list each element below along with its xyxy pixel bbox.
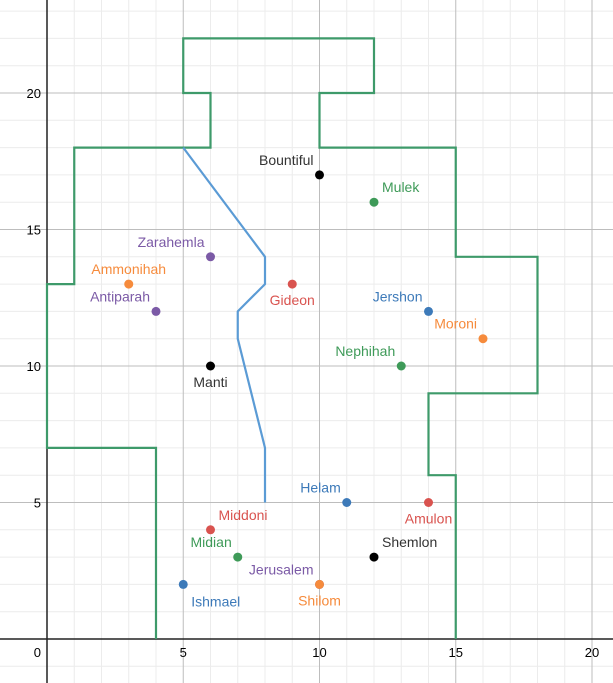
y-tick-label-10: 10	[27, 359, 41, 374]
point-label-nephihah: Nephihah	[335, 343, 395, 359]
point-label-shilom: Shilom	[298, 592, 341, 608]
point-label-jershon: Jershon	[373, 288, 423, 304]
point-antiparah	[151, 306, 161, 316]
point-label-ammonihah: Ammonihah	[91, 261, 166, 277]
point-middoni	[206, 525, 215, 535]
point-label-middoni: Middoni	[219, 507, 268, 523]
point-midian	[233, 552, 243, 562]
y-tick-label-20: 20	[27, 86, 41, 101]
point-shemlon	[369, 552, 379, 562]
point-label-helam: Helam	[300, 480, 340, 496]
point-jershon	[424, 306, 433, 316]
point-manti	[206, 361, 215, 371]
point-gideon	[287, 279, 297, 289]
point-zarahemla	[206, 252, 215, 262]
point-label-moroni: Moroni	[434, 316, 477, 332]
x-tick-label-15: 15	[449, 645, 463, 660]
point-label-antiparah: Antiparah	[90, 288, 150, 304]
divider-line	[182, 146, 267, 503]
point-label-shemlon: Shemlon	[382, 534, 437, 550]
point-shilom	[315, 579, 324, 589]
point-amulon	[424, 498, 433, 507]
x-tick-label-20: 20	[585, 645, 599, 660]
point-helam	[342, 498, 352, 507]
point-nephihah	[396, 361, 406, 371]
point-label-gideon: Gideon	[270, 292, 315, 308]
x-tick-label-5: 5	[180, 645, 187, 660]
x-tick-label-10: 10	[312, 645, 326, 660]
point-bountiful	[315, 170, 324, 180]
x-tick-label-0: 0	[34, 645, 41, 660]
point-label-zarahemla: Zarahemla	[138, 234, 205, 250]
map-shapes	[45, 37, 539, 639]
point-moroni	[478, 334, 488, 344]
y-tick-label-15: 15	[27, 223, 41, 238]
y-tick-label-5: 5	[34, 496, 41, 511]
point-labels: BountifulMulekZarahemlaAmmonihahAntipara…	[90, 152, 477, 610]
point-label-bountiful: Bountiful	[259, 152, 313, 168]
data-points	[124, 170, 488, 589]
point-label-jerusalem: Jerusalem	[249, 561, 314, 577]
point-ammonihah	[124, 279, 134, 289]
region-outline	[45, 37, 539, 639]
point-label-manti: Manti	[193, 374, 227, 390]
tick-labels: 0 5 10 15 20 5 10 15 20	[27, 86, 600, 660]
point-label-mulek: Mulek	[382, 179, 420, 195]
point-label-ishmael: Ishmael	[191, 593, 240, 609]
point-label-midian: Midian	[191, 534, 232, 550]
point-mulek	[369, 197, 379, 207]
point-label-amulon: Amulon	[405, 511, 452, 527]
point-ishmael	[178, 579, 188, 589]
